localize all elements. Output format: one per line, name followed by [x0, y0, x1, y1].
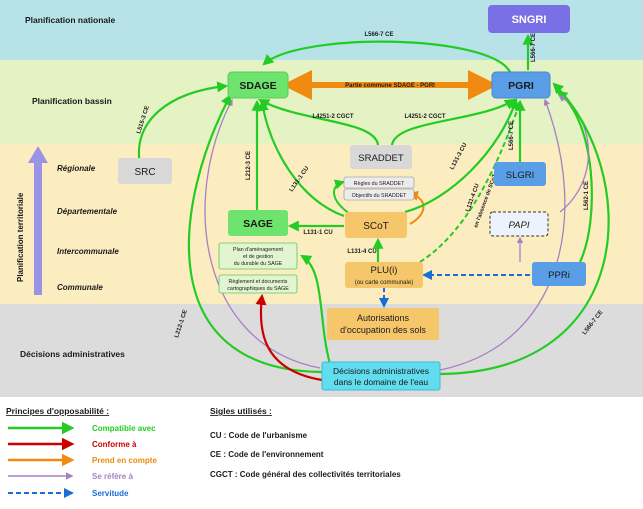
node-papi[interactable]: PAPI [489, 211, 549, 237]
label-partie-commune: Partie commune SDAGE - PGRI [345, 83, 435, 89]
node-regles-sraddet[interactable]: Règles du SRADDET [343, 176, 415, 189]
edge-scot-sdage [258, 99, 345, 218]
node-ppri-label: PPRi [548, 270, 570, 281]
node-sngri-label: SNGRI [512, 14, 547, 26]
node-sraddet[interactable]: SRADDET [350, 145, 412, 169]
node-padd-line3: du durable du SAGE [234, 261, 283, 267]
node-padd-line1: Plan d'aménagement [233, 247, 283, 253]
label-l566-7-top: L566-7 CE [364, 32, 393, 38]
sigle-ce: CE : Code de l'environnement [210, 450, 324, 459]
label-l4251-2-right: L4251-2 CGCT [404, 114, 445, 120]
node-plu-label-1: PLU(i) [371, 265, 398, 276]
node-autorisations-label-1: Autorisations [357, 313, 410, 323]
legend-conforme-label: Conforme à [92, 440, 137, 449]
node-src-label: SRC [134, 167, 155, 178]
node-plu-label-2: (ou carte communale) [355, 280, 413, 286]
territorial-scale-arrow [34, 162, 42, 295]
node-decisions-eau[interactable]: Décisions administratives dans le domain… [321, 361, 441, 391]
node-reglement-line2: cartographiques du SAGE [227, 286, 289, 292]
node-ppri[interactable]: PPRi [532, 262, 586, 286]
edge-decisions-padd [300, 254, 332, 365]
node-autorisations[interactable]: Autorisations d'occupation des sols [327, 308, 439, 340]
edge-sraddet-pgri [390, 98, 516, 146]
node-sraddet-label: SRADDET [358, 153, 404, 164]
node-decisions-eau-label-2: dans le domaine de l'eau [334, 377, 429, 387]
label-l212-3: L212-3 CE [246, 151, 252, 180]
edge-scot-regles [333, 179, 351, 215]
node-scot-label: SCoT [363, 221, 389, 232]
node-objectifs-sraddet[interactable]: Objectifs du SRADDET [343, 188, 415, 201]
node-sage[interactable]: SAGE [228, 210, 288, 236]
node-slgri-label: SLGRI [506, 170, 535, 181]
node-src[interactable]: SRC [118, 158, 172, 184]
label-l131-1-scot: L131-1 CU [303, 230, 332, 236]
level-departementale: Départementale [57, 207, 118, 216]
legend-prend-label: Prend en compte [92, 456, 157, 465]
edge-decisions-pgri [439, 82, 610, 376]
node-padd-sage[interactable]: Plan d'aménagement et de gestion du dura… [218, 242, 298, 270]
node-pgri[interactable]: PGRI [491, 71, 551, 99]
edge-plu-pgri [419, 100, 523, 263]
legend-refere-label: Se réfère à [92, 472, 133, 481]
sigle-cu: CU : Code de l'urbanisme [210, 431, 308, 440]
node-sdage-label: SDAGE [239, 80, 276, 92]
node-scot[interactable]: SCoT [345, 212, 407, 238]
node-pgri-label: PGRI [508, 80, 534, 92]
node-slgri[interactable]: SLGRI [494, 162, 546, 186]
node-sage-label: SAGE [243, 218, 273, 230]
edge-decisions-sdage [187, 94, 323, 374]
edge-pgri-sdage-top [262, 40, 511, 73]
level-regionale: Régionale [57, 164, 96, 173]
edge-decisions-sdage-purple [204, 98, 321, 369]
node-reglement-sage[interactable]: Règlement et documents cartographiques d… [218, 274, 298, 294]
label-l566-7-slgri: L566-7 CE [509, 121, 515, 150]
edge-scot-pgri [404, 97, 519, 214]
sigle-cgct: CGCT : Code général des collectivités te… [210, 470, 401, 479]
label-l562-1: L562-1 CE [584, 181, 590, 210]
node-regles-sraddet-label: Règles du SRADDET [354, 181, 405, 187]
legend-item-refere: Se réfère à [8, 472, 133, 481]
level-intercommunale: Intercommunale [57, 247, 119, 256]
sigles-title: Sigles utilisés : [210, 406, 272, 416]
legend-title: Principes d'opposabilité : [6, 406, 109, 416]
label-l566-7-sngri: L566-7 CE [531, 33, 537, 62]
legend-item-conforme: Conforme à [8, 437, 137, 451]
node-papi-label: PAPI [509, 220, 530, 231]
label-l131-4: L131-4 CU [347, 249, 376, 255]
legend-item-prend: Prend en compte [8, 453, 157, 467]
band-label-bassin: Planification bassin [32, 96, 112, 106]
level-communale: Communale [57, 283, 103, 292]
edge-sraddet-sdage [258, 98, 380, 146]
label-l4251-2-left: L4251-2 CGCT [312, 114, 353, 120]
edge-decisions-reglement [255, 293, 323, 382]
node-padd-line2: et de gestion [243, 254, 273, 260]
band-label-national: Planification nationale [25, 15, 115, 25]
node-objectifs-sraddet-label: Objectifs du SRADDET [352, 193, 408, 199]
band-label-decisions: Décisions administratives [20, 349, 125, 359]
edge-src-sdage [137, 81, 229, 166]
node-decisions-eau-label-1: Décisions administratives [333, 366, 429, 376]
node-sngri[interactable]: SNGRI [488, 5, 570, 33]
node-sdage[interactable]: SDAGE [227, 71, 289, 99]
legend-servitude-label: Servitude [92, 489, 129, 498]
edge-papi-pgri [558, 95, 590, 213]
legend-item-compatible: Compatible avec [8, 421, 156, 435]
node-autorisations-label-2: d'occupation des sols [340, 325, 426, 335]
legend-compatible-label: Compatible avec [92, 424, 156, 433]
territorial-scale-arrowhead [28, 146, 48, 163]
node-reglement-line1: Règlement et documents [229, 279, 288, 285]
band-label-territoriale: Planification territoriale [16, 192, 25, 282]
legend-item-servitude: Servitude [8, 488, 129, 498]
node-plu[interactable]: PLU(i) (ou carte communale) [345, 262, 423, 288]
